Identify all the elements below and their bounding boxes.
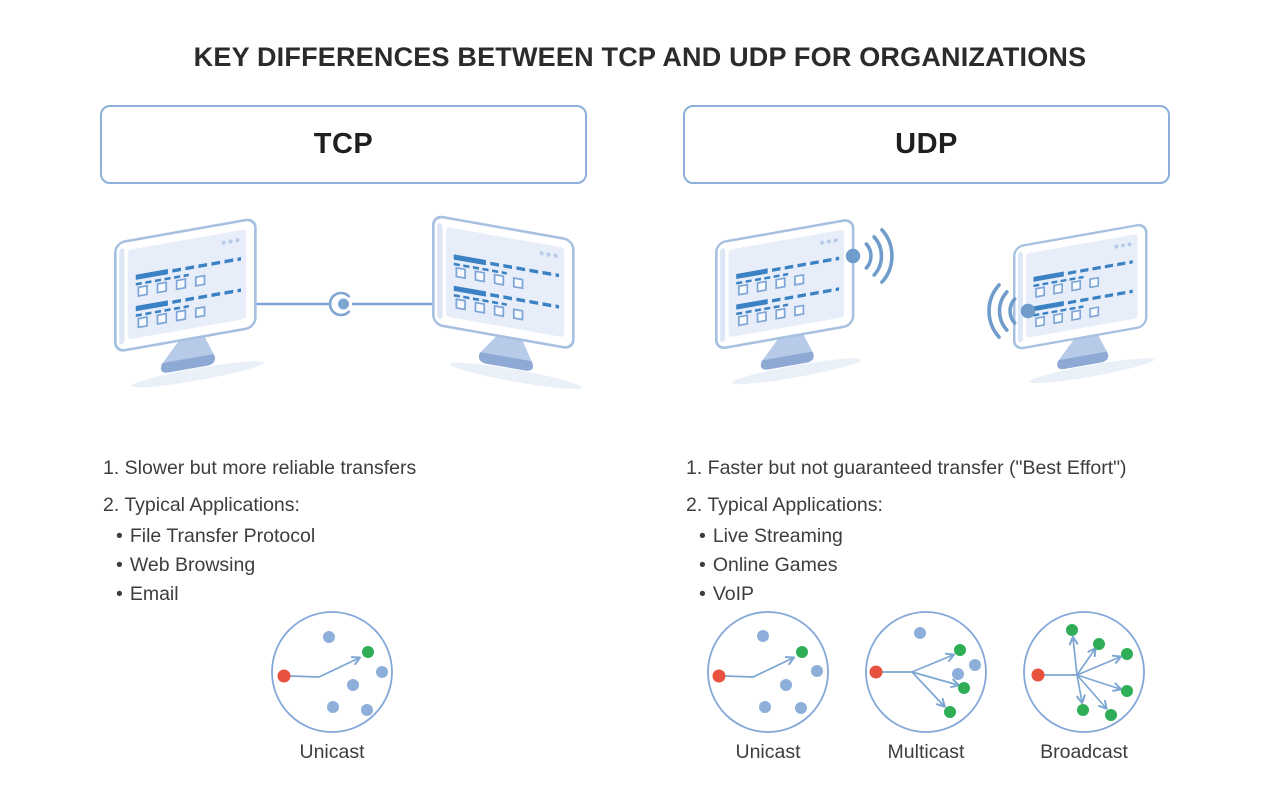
cast-label: Unicast <box>299 741 365 763</box>
peer-node-dots <box>323 631 388 716</box>
tcp-label: TCP <box>313 128 374 160</box>
tcp-unicast-diagram: Unicast <box>262 609 402 764</box>
udp-apps-heading: 2. Typical Applications: <box>686 494 883 516</box>
udp-points: 1. Faster but not guaranteed transfer ("… <box>686 456 1196 609</box>
tcp-apps-heading: 2. Typical Applications: <box>103 494 300 516</box>
destination-node-dot <box>796 646 808 658</box>
udp-feature-item: 1. Faster but not guaranteed transfer ("… <box>686 457 1127 479</box>
tcp-apps-list: • File Transfer Protocol • Web Browsing • E… <box>103 522 573 609</box>
udp-connection-illustration <box>683 198 1170 412</box>
multicast-arrows <box>882 652 961 708</box>
unicast-arrow <box>289 656 361 678</box>
tcp-connection-illustration <box>100 198 587 412</box>
app-item-label: Online Games <box>712 554 838 576</box>
tcp-feature-item: 1. Slower but more reliable transfers <box>103 457 417 479</box>
peer-node-dots <box>914 627 981 680</box>
monitor-icon <box>113 215 266 397</box>
peer-node-dots <box>757 630 823 714</box>
destination-node-dots <box>944 644 970 718</box>
app-item: • Online Games <box>699 551 1196 580</box>
monitor-icon <box>431 213 584 396</box>
monitor-icon <box>1012 220 1156 392</box>
bullet-glyph: • <box>699 525 706 547</box>
cast-label: Unicast <box>735 741 801 763</box>
destination-node-dot <box>362 646 374 658</box>
app-item: • Web Browsing <box>116 551 573 580</box>
network-boundary-circle <box>271 611 393 733</box>
cast-label: Broadcast <box>1040 741 1128 763</box>
connector-icon <box>328 291 351 317</box>
source-node-dot <box>712 669 726 683</box>
unicast-arrow <box>724 656 795 678</box>
bullet-glyph: • <box>116 525 123 547</box>
bullet-glyph: • <box>116 583 123 605</box>
udp-unicast-diagram: Unicast <box>698 609 838 764</box>
app-item: • File Transfer Protocol <box>116 522 573 551</box>
cast-label: Multicast <box>887 741 965 763</box>
app-item-label: File Transfer Protocol <box>129 525 316 547</box>
destination-node-dots <box>1066 624 1133 721</box>
app-item-label: Web Browsing <box>129 554 256 576</box>
udp-label: UDP <box>895 128 958 160</box>
source-node-dot <box>1031 668 1045 682</box>
udp-multicast-diagram: Multicast <box>856 609 996 764</box>
bullet-glyph: • <box>699 554 706 576</box>
app-item: • VoIP <box>699 580 1196 609</box>
bullet-glyph: • <box>699 583 706 605</box>
network-boundary-circle <box>1023 611 1145 733</box>
bullet-glyph: • <box>116 554 123 576</box>
network-boundary-circle <box>865 611 987 733</box>
app-item-label: Email <box>129 583 179 605</box>
network-boundary-circle <box>707 611 829 733</box>
page-title: KEY DIFFERENCES BETWEEN TCP AND UDP FOR … <box>193 42 1087 72</box>
app-item-label: VoIP <box>712 583 755 605</box>
tcp-header-box: TCP <box>100 105 587 184</box>
udp-broadcast-diagram: Broadcast <box>1014 609 1154 764</box>
source-node-dot <box>869 665 883 679</box>
app-item-label: Live Streaming <box>712 525 843 547</box>
udp-header-box: UDP <box>683 105 1170 184</box>
broadcast-arrows <box>1044 635 1123 710</box>
monitor-icon <box>714 215 863 394</box>
app-item: • Live Streaming <box>699 522 1196 551</box>
app-item: • Email <box>116 580 573 609</box>
source-node-dot <box>277 669 291 683</box>
udp-apps-list: • Live Streaming • Online Games • VoIP <box>686 522 1196 609</box>
tcp-points: 1. Slower but more reliable transfers 2.… <box>103 456 573 609</box>
